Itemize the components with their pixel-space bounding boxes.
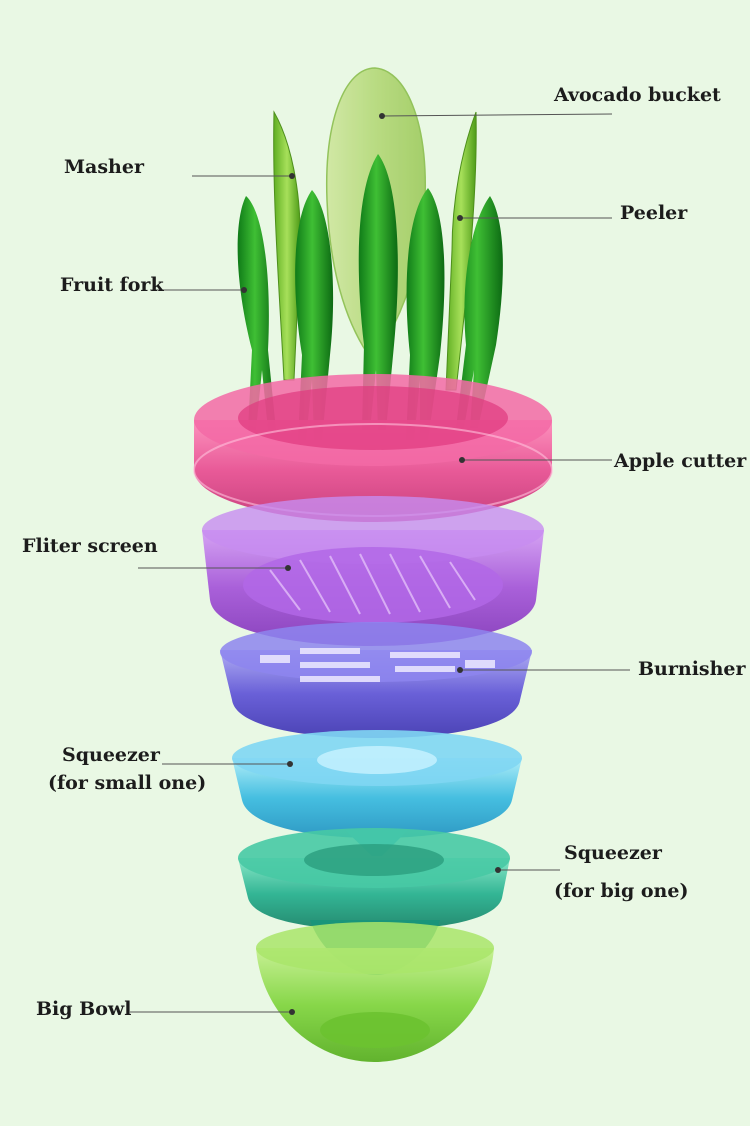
masher-part — [273, 110, 301, 381]
label-squeezer-big-line1: Squeezer — [564, 842, 662, 864]
leader-dot — [457, 215, 463, 221]
leader-dot — [379, 113, 385, 119]
label-apple-cutter: Apple cutter — [614, 450, 747, 472]
leader-dot — [495, 867, 501, 873]
leader-dot — [241, 287, 247, 293]
leader-dot — [289, 1009, 295, 1015]
squeezer-small-part — [232, 730, 522, 856]
label-filter-screen: Fliter screen — [22, 535, 158, 557]
leader-dot — [289, 173, 295, 179]
label-fruit-fork: Fruit fork — [60, 274, 164, 296]
leader-lines — [130, 113, 630, 1013]
label-masher: Masher — [64, 156, 144, 178]
leader-dot — [459, 457, 465, 463]
leader-dot — [457, 667, 463, 673]
fruit-fork-part — [237, 196, 276, 430]
label-avocado-bucket: Avocado bucket — [554, 84, 721, 106]
label-squeezer-small-line2: (for small one) — [48, 772, 207, 794]
label-burnisher: Burnisher — [638, 658, 746, 680]
leader-avocado-bucket — [381, 113, 613, 117]
filter-screen-part — [202, 496, 544, 646]
apple-cutter-part — [193, 374, 553, 522]
big-bowl-part — [256, 922, 494, 1062]
leader-dot — [287, 761, 293, 767]
label-big-bowl: Big Bowl — [36, 998, 132, 1020]
label-peeler: Peeler — [620, 202, 688, 224]
burnisher-part — [220, 622, 532, 738]
fruit-fork-part — [358, 154, 398, 430]
leader-dot — [285, 565, 291, 571]
fruit-fork-part — [456, 196, 503, 428]
label-squeezer-big-line2: (for big one) — [554, 880, 689, 902]
label-squeezer-small-line1: Squeezer — [62, 744, 160, 766]
